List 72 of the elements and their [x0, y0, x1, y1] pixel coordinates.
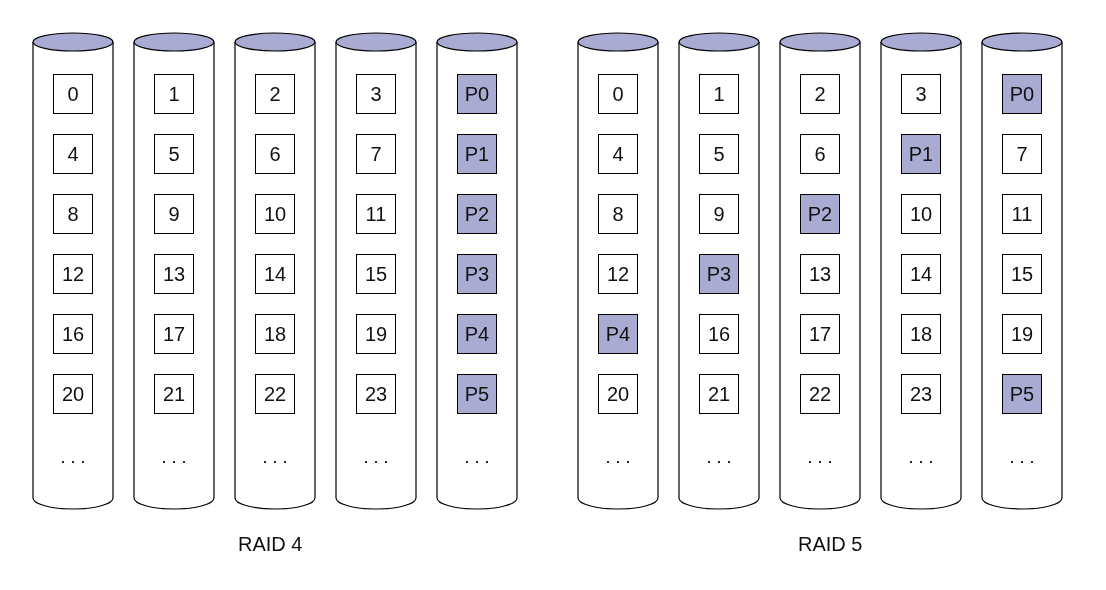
data-block: 9	[699, 194, 739, 234]
data-block: 23	[356, 374, 396, 414]
parity-block: P5	[1002, 374, 1042, 414]
ellipsis-text: . . .	[908, 447, 934, 467]
parity-block: P0	[1002, 74, 1042, 114]
data-block: 13	[154, 254, 194, 294]
ellipsis-text: . . .	[262, 447, 288, 467]
data-block: 19	[1002, 314, 1042, 354]
data-block: 14	[255, 254, 295, 294]
ellipsis-text: . . .	[363, 447, 389, 467]
data-block: 17	[154, 314, 194, 354]
data-block: 4	[53, 134, 93, 174]
data-block: 2	[800, 74, 840, 114]
data-block: 10	[255, 194, 295, 234]
parity-block: P2	[800, 194, 840, 234]
data-block: 15	[1002, 254, 1042, 294]
ellipsis-text: . . .	[807, 447, 833, 467]
data-block: 1	[699, 74, 739, 114]
parity-block: P1	[901, 134, 941, 174]
data-block: 9	[154, 194, 194, 234]
ellipsis-text: . . .	[464, 447, 490, 467]
data-block: 15	[356, 254, 396, 294]
parity-block: P3	[457, 254, 497, 294]
data-block: 3	[901, 74, 941, 114]
data-block: 11	[356, 194, 396, 234]
data-block: 16	[53, 314, 93, 354]
data-block: 10	[901, 194, 941, 234]
data-block: 11	[1002, 194, 1042, 234]
data-block: 18	[255, 314, 295, 354]
data-block: 7	[1002, 134, 1042, 174]
parity-block: P0	[457, 74, 497, 114]
data-block: 4	[598, 134, 638, 174]
data-block: 0	[598, 74, 638, 114]
raid-level-caption: RAID 5	[798, 533, 863, 556]
ellipsis-text: . . .	[605, 447, 631, 467]
data-block: 12	[53, 254, 93, 294]
parity-block: P4	[598, 314, 638, 354]
parity-block: P3	[699, 254, 739, 294]
ellipsis-text: . . .	[60, 447, 86, 467]
data-block: 7	[356, 134, 396, 174]
data-block: 5	[154, 134, 194, 174]
data-block: 19	[356, 314, 396, 354]
data-block: 0	[53, 74, 93, 114]
data-block: 18	[901, 314, 941, 354]
data-block: 13	[800, 254, 840, 294]
data-block: 20	[53, 374, 93, 414]
data-block: 3	[356, 74, 396, 114]
parity-block: P4	[457, 314, 497, 354]
data-block: 17	[800, 314, 840, 354]
parity-block: P2	[457, 194, 497, 234]
data-block: 8	[598, 194, 638, 234]
ellipsis-text: . . .	[706, 447, 732, 467]
data-block: 23	[901, 374, 941, 414]
data-block: 8	[53, 194, 93, 234]
parity-block: P5	[457, 374, 497, 414]
parity-block: P1	[457, 134, 497, 174]
data-block: 12	[598, 254, 638, 294]
raid-level-caption: RAID 4	[238, 533, 303, 556]
data-block: 21	[699, 374, 739, 414]
data-block: 1	[154, 74, 194, 114]
data-block: 20	[598, 374, 638, 414]
data-block: 16	[699, 314, 739, 354]
data-block: 22	[255, 374, 295, 414]
ellipsis-text: . . .	[1009, 447, 1035, 467]
data-block: 22	[800, 374, 840, 414]
data-block: 5	[699, 134, 739, 174]
data-block: 14	[901, 254, 941, 294]
data-block: 21	[154, 374, 194, 414]
ellipsis-text: . . .	[161, 447, 187, 467]
data-block: 6	[800, 134, 840, 174]
data-block: 2	[255, 74, 295, 114]
data-block: 6	[255, 134, 295, 174]
